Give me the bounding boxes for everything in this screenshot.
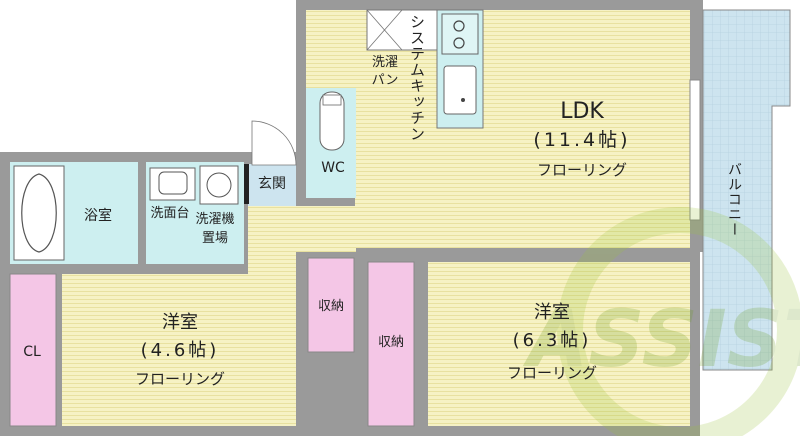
- western-room-2-floor: フローリング: [507, 364, 597, 382]
- bathroom-room: [10, 162, 138, 264]
- western-room-1: [62, 250, 296, 426]
- western-room-1-name: 洋室: [162, 312, 198, 333]
- wash-room: [146, 162, 244, 264]
- washer-space-label-2: 置場: [202, 231, 228, 246]
- entrance-label: 玄関: [258, 175, 286, 192]
- western-room-2-name: 洋室: [534, 302, 570, 323]
- storage-2: [367, 261, 415, 427]
- ldk-room: [306, 10, 690, 248]
- washbasin-label: 洗面台: [150, 206, 189, 221]
- closet: [9, 273, 57, 427]
- ldk-floor: フローリング: [537, 161, 627, 179]
- bathroom-label: 浴室: [84, 207, 112, 224]
- storage-1: [307, 257, 355, 353]
- western-room-1-size: (4.6帖): [141, 340, 220, 361]
- watermark-text: ASSIST: [522, 295, 800, 385]
- toilet-icon: [319, 91, 345, 151]
- storage-1-label: 収納: [318, 299, 344, 314]
- laundry-pan-label-1: 洗濯: [372, 55, 398, 70]
- closet-label: CL: [23, 344, 41, 360]
- entrance: [244, 120, 356, 252]
- wc-label: WC: [321, 160, 345, 176]
- ldk-size: (11.4帖): [533, 129, 630, 151]
- western-room-2-size: (6.3帖): [513, 330, 592, 351]
- sink-icon: [443, 65, 477, 115]
- ldk-name: LDK: [560, 99, 604, 124]
- kitchen-label: システムキッチン: [408, 14, 426, 142]
- balcony-label: バルコニー: [726, 162, 742, 237]
- storage-2-label: 収納: [378, 335, 404, 350]
- laundry-pan-label-2: パン: [372, 73, 399, 88]
- balcony-area: [689, 9, 791, 371]
- washer-icon: [199, 165, 239, 205]
- western-room-2: [428, 262, 690, 426]
- western-room-1-floor: フローリング: [135, 370, 225, 388]
- washer-space-label-1: 洗濯機: [195, 212, 234, 227]
- wc-room: [306, 88, 356, 198]
- kitchen-area: [366, 9, 484, 129]
- watermark-logo: ASSIST: [522, 207, 800, 436]
